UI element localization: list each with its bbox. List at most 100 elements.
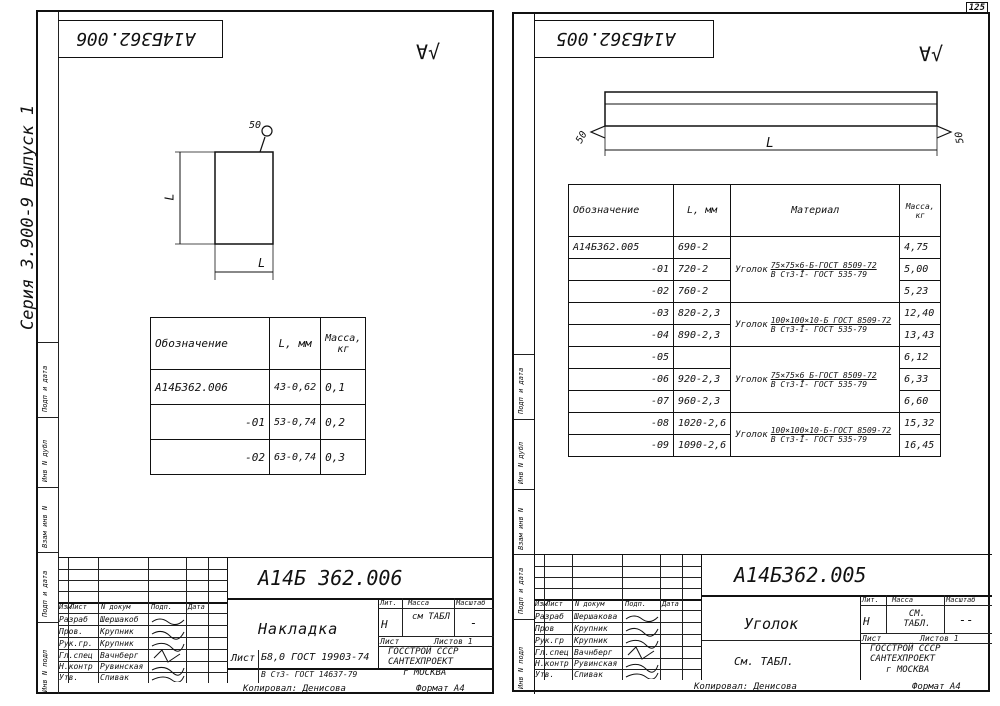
tb-person: Вачнберг: [100, 651, 139, 660]
column-header: Обозначение: [150, 317, 270, 370]
sheets-label: Лист: [380, 637, 400, 646]
tb-person: Рувинская: [574, 659, 618, 668]
cell-designation: -02: [568, 280, 674, 303]
roughness-mark: ∀√: [919, 42, 944, 66]
cell-designation: -05: [568, 346, 674, 369]
cell-designation: -01: [150, 404, 270, 440]
material-line: 75×75×6-Б-ГОСТ 8509-72: [770, 260, 877, 270]
cell-mass: 5,23: [899, 280, 942, 303]
tb-role: Разраб: [59, 615, 88, 624]
cell-designation: -08: [568, 412, 674, 435]
table-row: -01 53-0,74 0,2: [150, 404, 367, 440]
side-label: Взам инв N: [517, 507, 525, 550]
tb-head: N докум: [575, 600, 605, 608]
doc-code: А14Б362.005: [734, 563, 867, 587]
roughness-mark: ∀√: [416, 40, 441, 64]
signatures: [151, 618, 185, 682]
right-sheet: Инв N подл Подп и дата Взам инв N Инв N …: [512, 12, 992, 694]
tb-person: Крупник: [574, 624, 608, 633]
cell-mass: 6,33: [899, 368, 942, 391]
mass-label: Масса: [892, 596, 914, 604]
cell-length: [672, 346, 732, 369]
tb-head: N докум: [101, 603, 131, 611]
title-block: Изм Лист N докум Подп. Дата Разраб Пров.…: [58, 557, 494, 683]
material-word: Уголок: [735, 320, 768, 330]
cell-mass: 16,45: [899, 434, 942, 457]
side-label: Инв N подл: [517, 646, 525, 689]
tb-role: Утв.: [59, 673, 79, 682]
cell-mass: 6,60: [899, 390, 942, 413]
tb-role: Рук.гр: [535, 636, 564, 645]
roughness-value: 50: [249, 120, 262, 131]
tb-head: Изм: [535, 600, 548, 608]
tb-person: Крупник: [100, 639, 134, 648]
tb-person: Крупник: [100, 627, 134, 636]
org-name: ГОССТРОЙ СССР: [870, 644, 941, 654]
spec-table: Обозначение L, мм Масса, кг А14Б362.006 …: [150, 317, 367, 475]
material-word: Уголок: [735, 265, 768, 275]
tb-person: Спивак: [574, 670, 603, 679]
cell-length: 690-2: [672, 236, 732, 259]
mass-value: СМ. ТАБЛ.: [903, 609, 931, 629]
part-drawing: [589, 91, 953, 156]
format-label: Формат А4: [912, 682, 961, 692]
table-row: -02 63-0,74 0,3: [150, 439, 367, 475]
tb-person: Шершакова: [574, 612, 618, 621]
column-header: Масса, кг: [320, 317, 367, 370]
cell-designation: -01: [568, 258, 674, 281]
tb-role: Утв.: [535, 670, 555, 679]
cell-designation: А14Б362.006: [150, 369, 270, 405]
dim-label: L: [162, 193, 177, 201]
sheet-label: Лист: [231, 653, 256, 664]
cell-length: 53-0,74: [268, 404, 322, 440]
cell-length: 43-0,62: [268, 369, 322, 405]
tb-person: Спивак: [100, 673, 129, 682]
material-line: Б8,0 ГОСТ 19903-74: [261, 652, 370, 663]
scale-label: Масштаб: [456, 599, 486, 607]
cell-length: 63-0,74: [268, 439, 322, 475]
tb-head: Дата: [662, 600, 679, 608]
cell-length: 960-2,3: [672, 390, 732, 413]
sheets-total: Листов 1: [920, 634, 959, 643]
material-word: Уголок: [735, 430, 768, 440]
material-line: В Ст3- ГОСТ 14637-79: [261, 670, 358, 679]
title-block: Изм Лист N докум Подп. Дата Разраб Пров …: [534, 554, 992, 680]
cell-length: 1020-2,6: [672, 412, 732, 435]
cell-mass: 12,40: [899, 302, 942, 325]
side-label: Инв N подл: [41, 649, 49, 692]
tb-role: Гл.спец: [59, 651, 93, 660]
column-header: Материал: [730, 184, 901, 237]
org-name: САНТЕХПРОЕКТ: [870, 654, 936, 664]
roughness-value: 50: [953, 130, 967, 145]
tb-head: Изм: [59, 603, 72, 611]
tb-head: Подп.: [625, 600, 647, 608]
tb-role: Н.контр: [59, 662, 93, 671]
tb-head: Подп.: [151, 603, 173, 611]
column-header: Масса, кг: [899, 184, 942, 237]
doc-code: А14Б 362.006: [258, 566, 403, 590]
cell-length: 920-2,3: [672, 368, 732, 391]
tb-person: Рувинская: [100, 662, 144, 671]
cell-designation: -07: [568, 390, 674, 413]
tb-person: Крупник: [574, 636, 608, 645]
cell-designation: -09: [568, 434, 674, 457]
tb-head: Лист: [70, 603, 87, 611]
copied-by: Копировал: Денисова: [243, 684, 346, 694]
scale-value: --: [959, 613, 974, 627]
spec-table: Обозначение L, мм Материал Масса, кг А14…: [568, 184, 942, 457]
cell-mass: 6,12: [899, 346, 942, 369]
side-label: Подп и дата: [41, 365, 49, 412]
copied-by: Копировал: Денисова: [694, 682, 797, 692]
sheets-label: Лист: [862, 634, 882, 643]
org-name: САНТЕХПРОЕКТ: [388, 657, 454, 667]
